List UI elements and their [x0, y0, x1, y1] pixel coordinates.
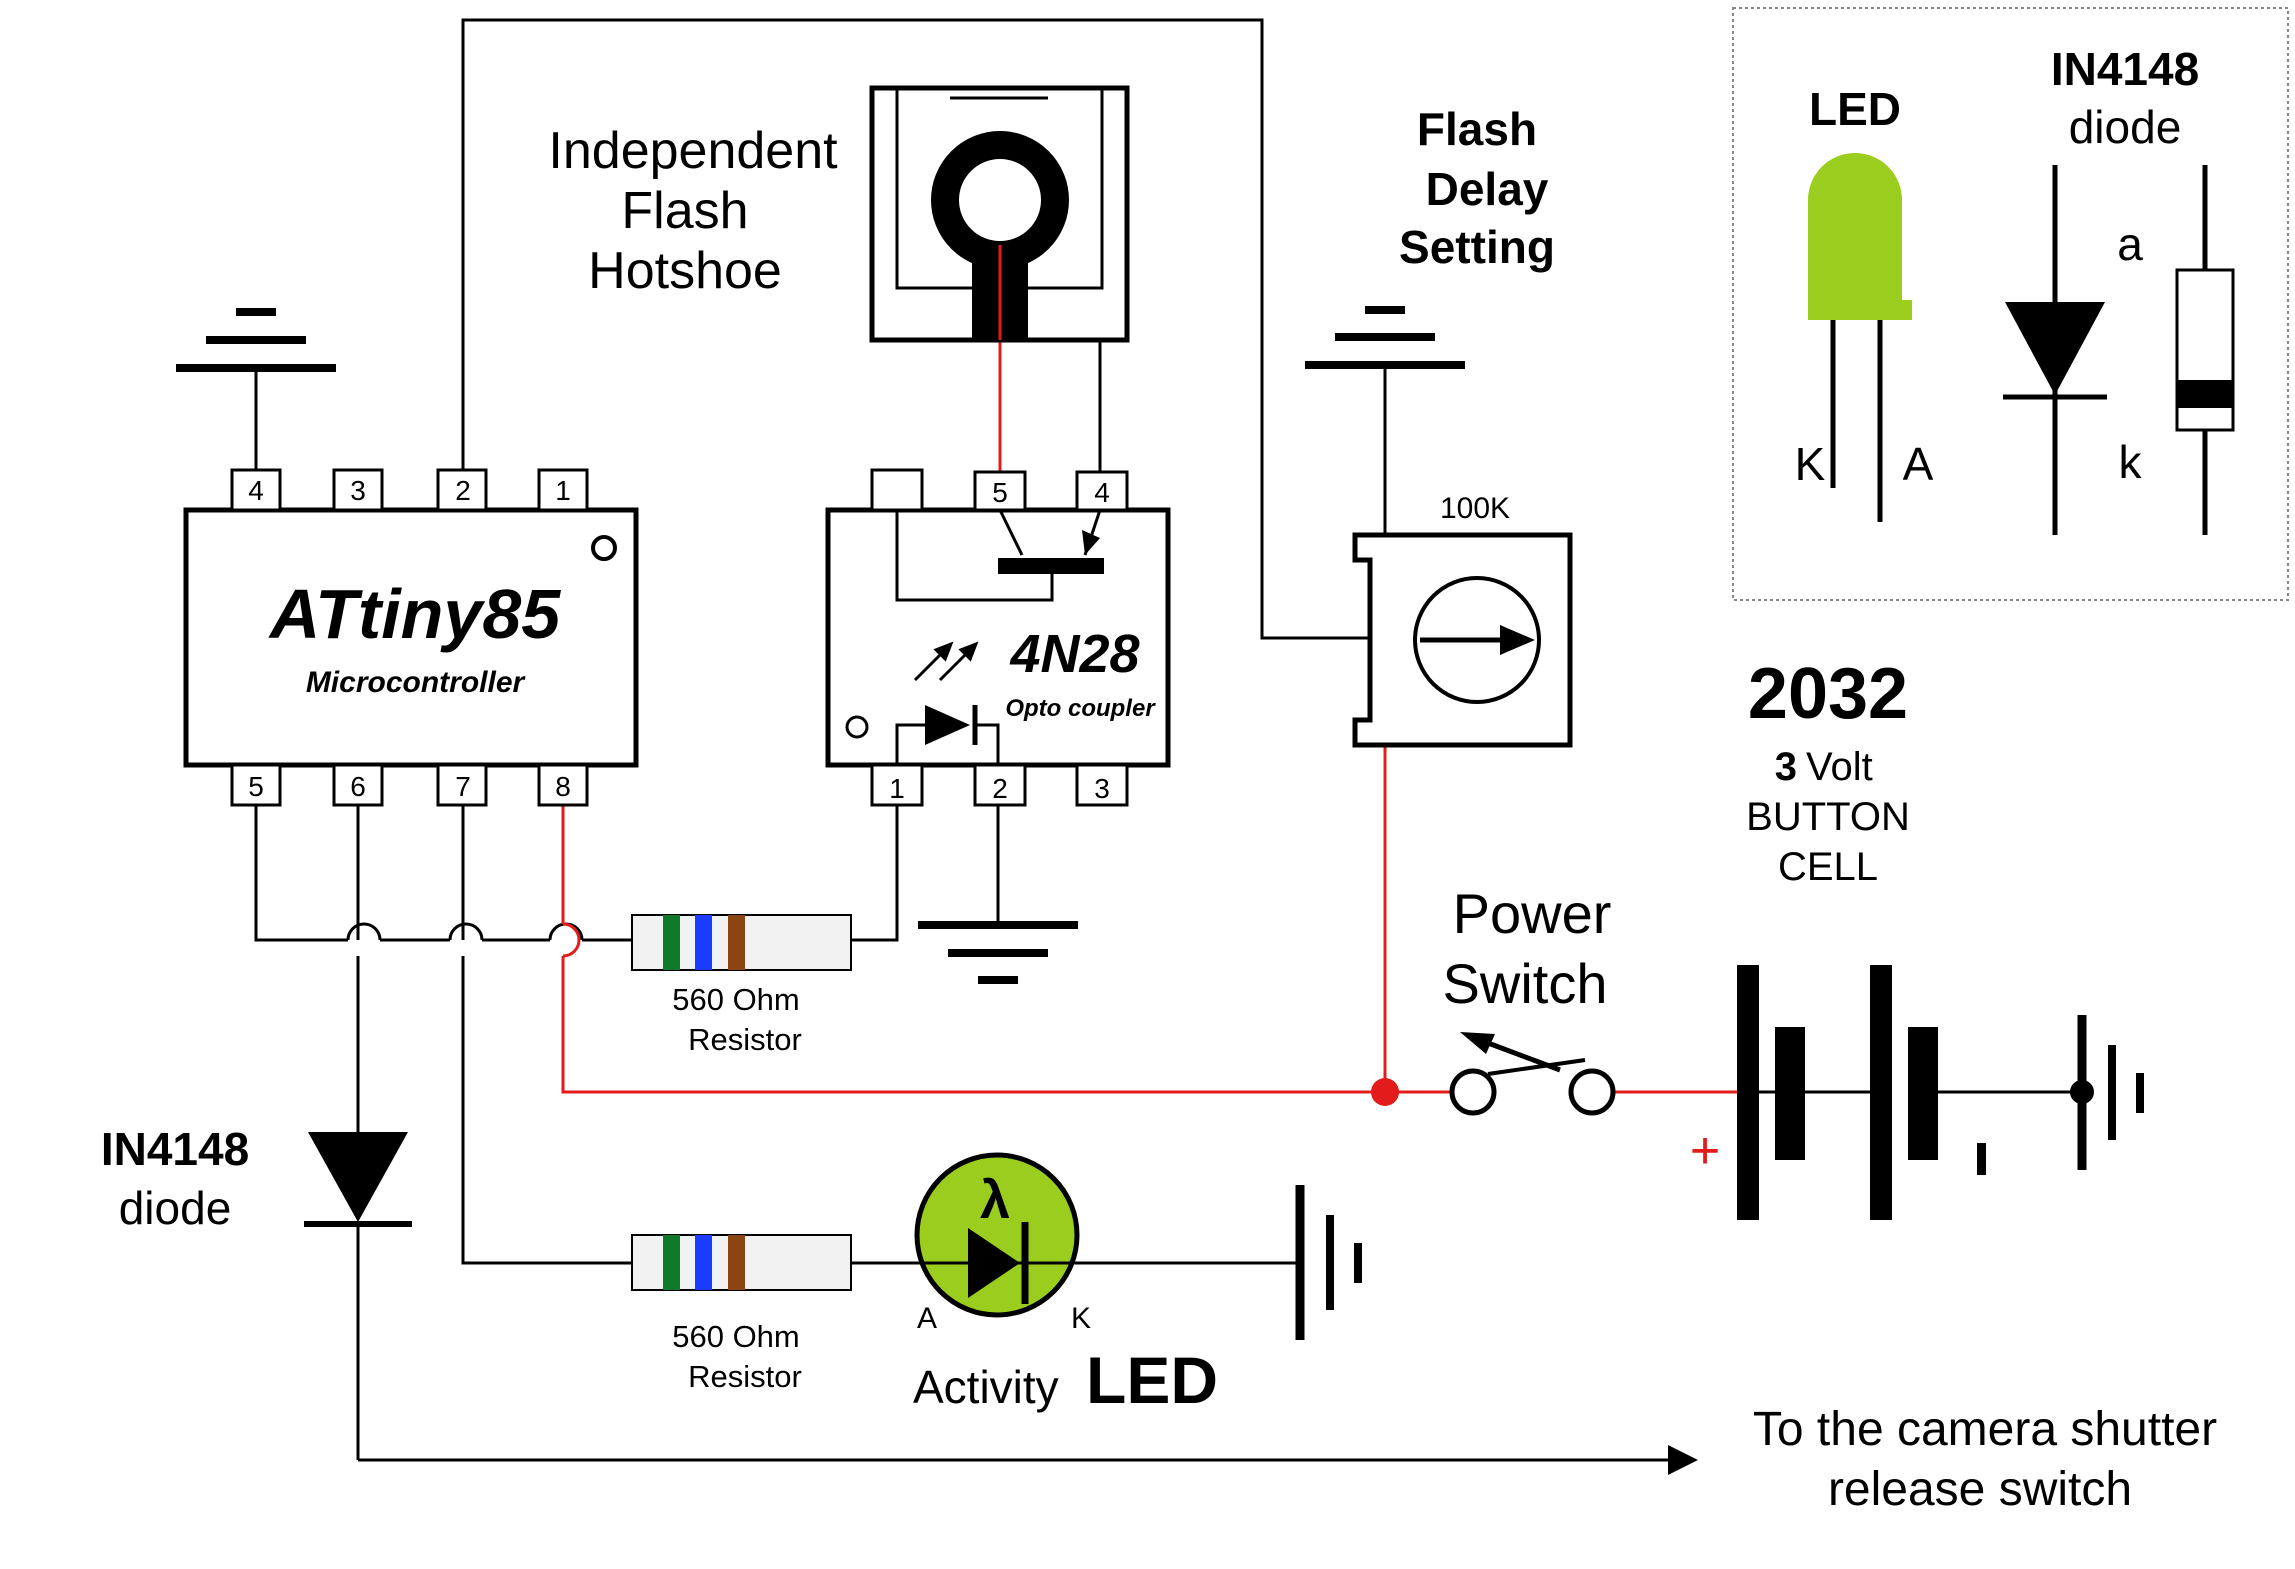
activity-led-label: LED: [1086, 1343, 1218, 1417]
opto-pin-label: 1: [889, 773, 905, 804]
hotshoe-label-line1: Independent: [548, 122, 838, 180]
opto-pin-label: 2: [992, 773, 1008, 804]
mcu-pin-label: 3: [350, 475, 366, 506]
legend-led-k: K: [1795, 438, 1826, 490]
power-switch-label-line2: Switch: [1443, 952, 1608, 1015]
power-switch-label-line1: Power: [1453, 882, 1612, 945]
opto-subtitle: Opto coupler: [1005, 695, 1156, 722]
legend-box: [1732, 7, 2289, 601]
ground-symbol-led: [1295, 1185, 1362, 1340]
output-label-line2: release switch: [1828, 1463, 2132, 1516]
mcu-pin-label: 2: [455, 475, 471, 506]
legend-led-a: A: [1903, 438, 1934, 490]
battery-volt-number: 3: [1775, 745, 1797, 789]
resistor-bottom-label-line2: Resistor: [688, 1359, 802, 1394]
legend-diode-title: IN4148: [2051, 43, 2199, 95]
battery-label-line3: CELL: [1778, 845, 1878, 889]
potentiometer-100k: [1352, 532, 1573, 748]
mcu-pin-label: 8: [555, 771, 571, 802]
mcu-pin-label: 1: [555, 475, 571, 506]
hotshoe-label-line3: Hotshoe: [588, 242, 782, 300]
attiny85-chip: 4 3 2 1 5 6 7 8 ATtiny85 Microcontroller: [183, 468, 639, 807]
mcu-subtitle: Microcontroller: [306, 666, 527, 699]
mcu-pin-label: 6: [350, 771, 366, 802]
flash-delay-label-line1: Flash: [1417, 103, 1537, 155]
legend-diode-k: k: [2119, 436, 2143, 488]
battery-2032: [1737, 965, 1986, 1220]
power-wires: [561, 245, 1737, 1094]
opto-pin-label: 3: [1094, 773, 1110, 804]
battery-ground-junction-dot: [2070, 1080, 2094, 1104]
led-anode-label: A: [917, 1302, 937, 1335]
resistor-bottom: [631, 1234, 852, 1291]
output-label-line1: To the camera shutter: [1753, 1403, 2217, 1456]
mcu-pin-label: 7: [455, 771, 471, 802]
resistor-top-label-line2: Resistor: [688, 1022, 802, 1057]
resistor-top-label-line1: 560 Ohm: [672, 982, 800, 1017]
legend-diode-a: a: [2117, 218, 2143, 270]
flash-delay-label-line3: Setting: [1399, 221, 1555, 273]
activity-led: [914, 1152, 1080, 1318]
hotshoe-label-line2: Flash: [621, 182, 748, 240]
mcu-pin-label: 5: [248, 771, 264, 802]
opto-pin-label: 4: [1094, 477, 1110, 508]
black-wires: [254, 18, 2075, 1475]
optocoupler-4n28: 5 4 1 2 3 4N28 Opto coupler: [825, 468, 1171, 807]
opto-pin-label: 5: [992, 477, 1008, 508]
battery-model: 2032: [1748, 654, 1908, 734]
potentiometer-value: 100K: [1440, 492, 1510, 525]
battery-label-line2: BUTTON: [1746, 795, 1910, 839]
flash-hotshoe: [869, 85, 1130, 343]
ground-symbol-opto: [918, 921, 1078, 984]
flash-delay-label-line2: Delay: [1426, 163, 1549, 215]
resistor-top: [631, 914, 852, 971]
legend-led-title: LED: [1809, 83, 1901, 135]
led-cathode-label: K: [1071, 1302, 1091, 1335]
main-diode-label-line2: diode: [119, 1182, 232, 1234]
battery-volt-unit: Volt: [1806, 745, 1873, 789]
led-lambda-symbol: λ: [980, 1170, 1010, 1230]
power-switch: [1449, 1032, 1616, 1116]
resistor-bottom-label-line1: 560 Ohm: [672, 1319, 800, 1354]
power-junction-dot: [1371, 1078, 1399, 1106]
mcu-pin-label: 4: [248, 475, 264, 506]
opto-name: 4N28: [1009, 624, 1139, 684]
ground-symbol-mcu: [176, 308, 336, 372]
pin1-marker: [591, 535, 617, 561]
battery-plus-sign: +: [1690, 1122, 1720, 1180]
main-diode-label-line1: IN4148: [101, 1123, 249, 1175]
mcu-name: ATtiny85: [268, 575, 561, 653]
activity-label: Activity: [913, 1361, 1059, 1413]
legend-diode-sub: diode: [2069, 101, 2182, 153]
diode-in4148: [304, 1132, 412, 1227]
ground-symbol-pot: [1305, 306, 1465, 369]
